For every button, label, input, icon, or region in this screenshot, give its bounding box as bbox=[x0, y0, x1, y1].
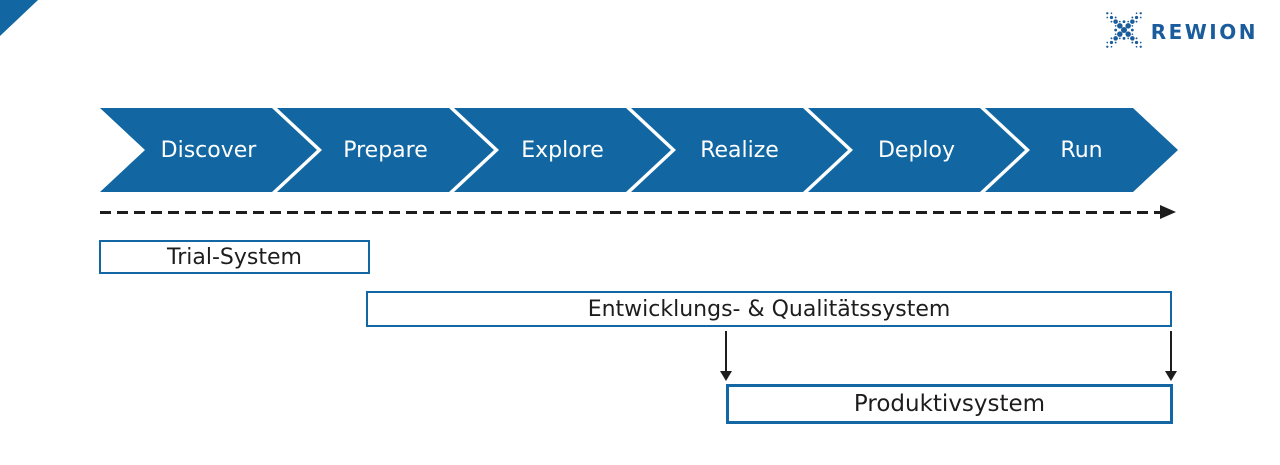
rewion-logo: REWION bbox=[1105, 11, 1258, 53]
phase-label: Run bbox=[1060, 137, 1103, 163]
phase-label: Deploy bbox=[877, 137, 956, 163]
phase-label: Prepare bbox=[343, 137, 428, 163]
production-system-label: Produktivsystem bbox=[853, 391, 1046, 417]
production-system-box: Produktivsystem bbox=[726, 384, 1173, 424]
down-arrow-left-line bbox=[725, 331, 727, 373]
rewion-brand-name: REWION bbox=[1150, 20, 1258, 44]
corner-accent-triangle bbox=[0, 0, 38, 36]
down-arrow-right-head-icon bbox=[1165, 371, 1177, 381]
phase-label: Explore bbox=[521, 137, 604, 163]
trial-system-box: Trial-System bbox=[99, 240, 370, 274]
dev-qa-system-box: Entwicklungs- & Qualitätssystem bbox=[366, 291, 1172, 327]
phase-chevron-realize: Realize bbox=[631, 108, 848, 192]
phase-label: Discover bbox=[160, 137, 257, 163]
rewion-x-halftone-icon bbox=[1105, 11, 1143, 53]
phase-chevron-discover: Discover bbox=[100, 108, 317, 192]
timeline-arrowhead-icon bbox=[1160, 205, 1176, 219]
down-arrow-right-line bbox=[1170, 331, 1172, 373]
phase-label: Realize bbox=[700, 137, 779, 163]
timeline-dashed-arrow bbox=[100, 211, 1162, 214]
down-arrow-left-head-icon bbox=[720, 371, 732, 381]
trial-system-label: Trial-System bbox=[167, 244, 302, 270]
dev-qa-system-label: Entwicklungs- & Qualitätssystem bbox=[587, 296, 951, 322]
